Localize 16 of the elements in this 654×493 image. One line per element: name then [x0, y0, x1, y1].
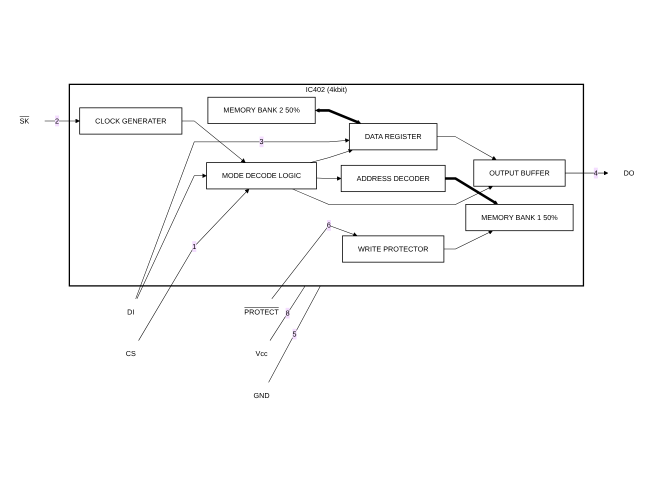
connector [270, 286, 306, 341]
arrow [136, 174, 207, 300]
connector [268, 286, 321, 383]
arrow [436, 136, 497, 160]
arrow [445, 177, 498, 205]
arrow [272, 225, 358, 300]
arrow [44, 118, 80, 124]
arrow [315, 108, 362, 124]
arrow [444, 230, 493, 250]
arrow [292, 186, 493, 205]
arrow [182, 120, 246, 163]
arrow [135, 138, 350, 300]
arrow [138, 188, 250, 341]
arrow [316, 176, 342, 181]
arrow [310, 148, 353, 163]
arrow [564, 170, 608, 176]
